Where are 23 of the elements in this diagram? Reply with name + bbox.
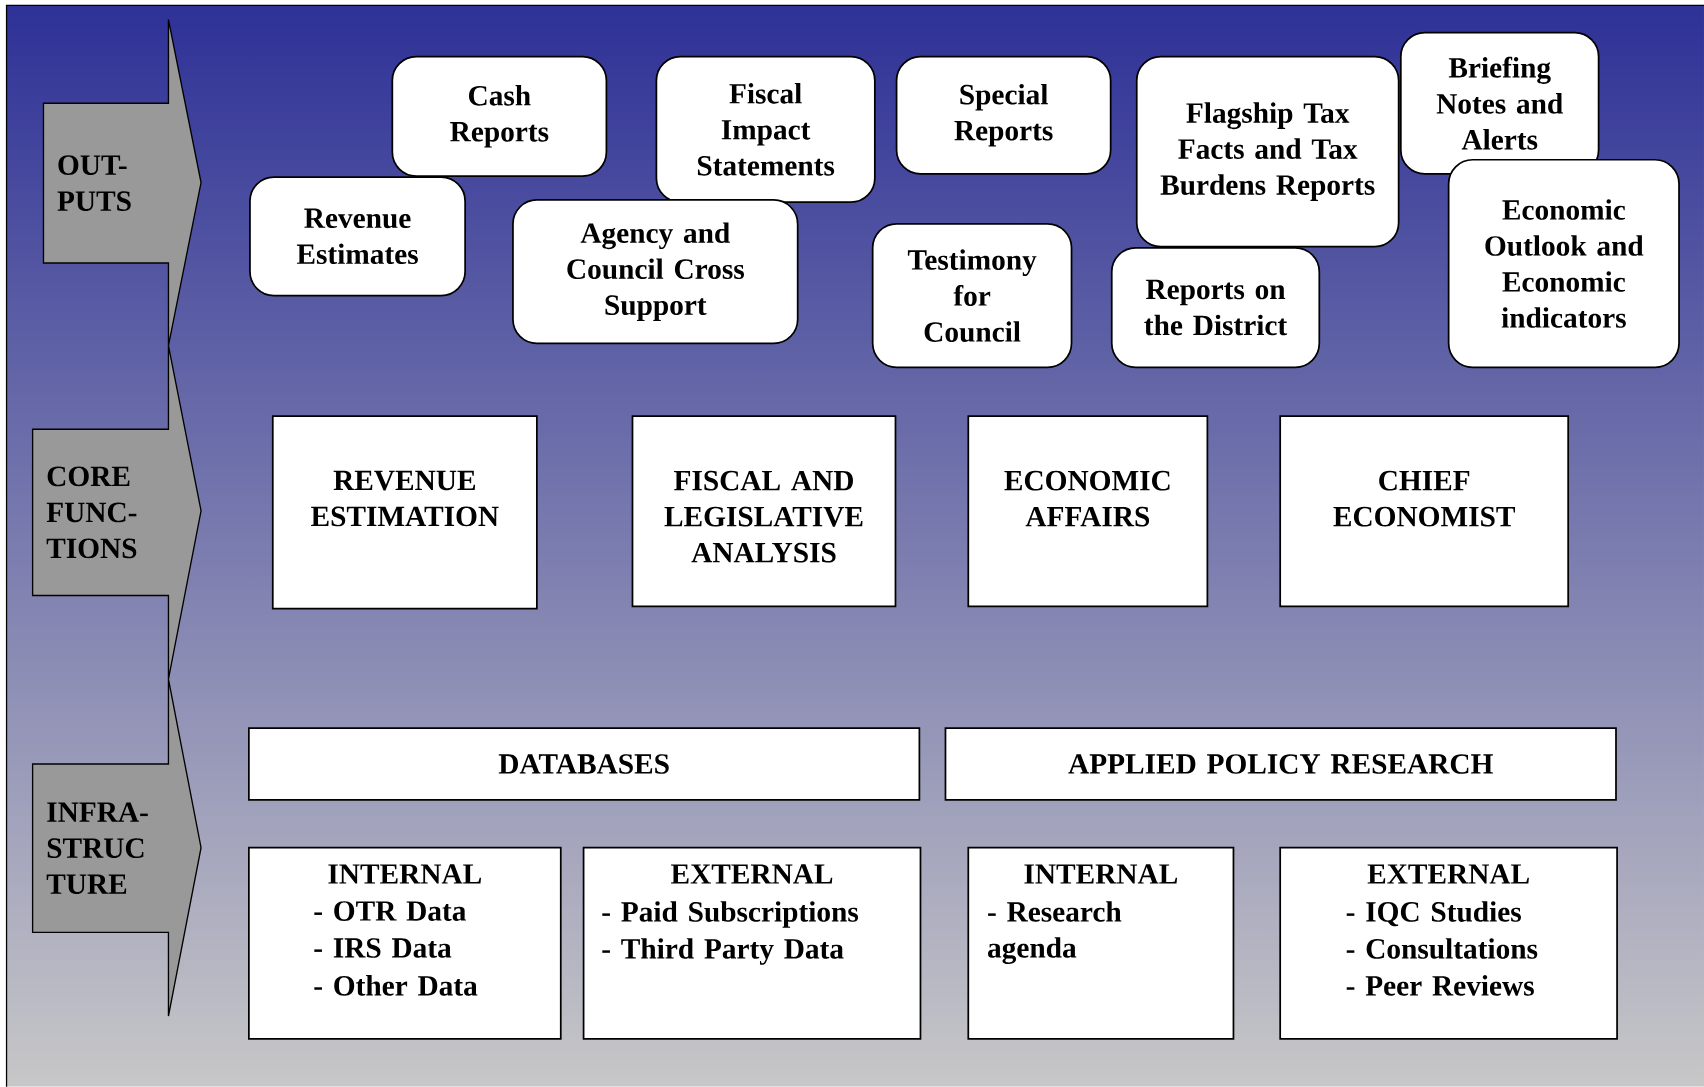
section-banner: OUT- PUTS xyxy=(42,19,202,347)
output-box: Flagship Tax Facts and Tax Burdens Reports xyxy=(1135,55,1400,248)
function-box: FISCAL AND LEGISLATIVE ANALYSIS xyxy=(631,415,897,608)
function-box: ECONOMIC AFFAIRS xyxy=(967,415,1209,608)
output-box: Fiscal Impact Statements xyxy=(655,55,876,204)
output-box: Agency and Council Cross Support xyxy=(512,199,799,345)
output-box: Special Reports xyxy=(895,55,1112,175)
source-box: INTERNAL - OTR Data - IRS Data - Other Data xyxy=(248,846,562,1040)
output-box: Reports on the District xyxy=(1110,247,1321,369)
section-banner: INFRA- STRUC TURE xyxy=(31,678,202,1017)
section-banner: CORE FUNC- TIONS xyxy=(31,345,202,680)
output-box: Cash Reports xyxy=(391,55,608,178)
source-box: EXTERNAL - IQC Studies - Consultations - Peer Reviews xyxy=(1279,846,1618,1040)
output-box: Testimony for Council xyxy=(871,223,1073,369)
source-box: INTERNAL - Research agenda xyxy=(967,846,1235,1040)
output-box: Economic Outlook and Economic indicators xyxy=(1447,159,1680,369)
function-box: CHIEF ECONOMIST xyxy=(1279,415,1570,608)
output-box: Briefing Notes and Alerts xyxy=(1399,31,1600,175)
function-box: REVENUE ESTIMATION xyxy=(271,415,538,610)
source-box: EXTERNAL - Paid Subscriptions - Third Party Data xyxy=(582,846,922,1040)
infrastructure-bar: APPLIED POLICY RESEARCH xyxy=(944,727,1617,801)
infrastructure-bar: DATABASES xyxy=(248,727,921,801)
output-box: Revenue Estimates xyxy=(249,176,466,297)
